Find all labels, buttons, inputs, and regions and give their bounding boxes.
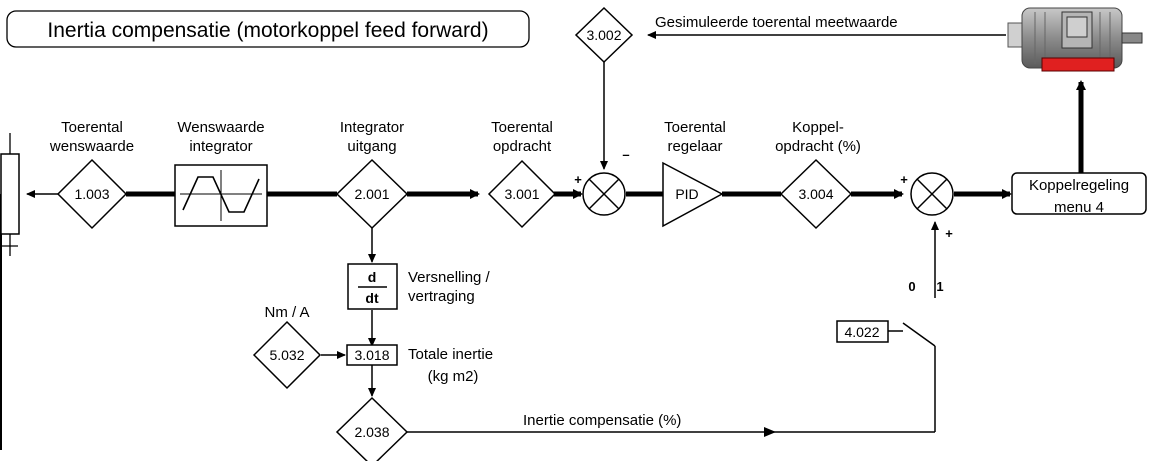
param-4022-value: 4.022 (844, 324, 879, 340)
label-nm-per-a: Nm / A (264, 304, 309, 321)
derivative-block: d dt (347, 263, 398, 310)
sum2-plus-bottom-sign: + (945, 226, 953, 241)
param-2038: 2.038 (335, 396, 409, 461)
param-3018-value: 3.018 (354, 347, 389, 363)
derivative-numerator: d (368, 269, 377, 285)
main-signal-path (0, 80, 1086, 450)
title-box: Inertia compensatie (motorkoppel feed fo… (6, 10, 530, 48)
summing-junction-1 (582, 172, 626, 216)
param-1003-value: 1.003 (74, 186, 109, 202)
summing-junction-icon (588, 178, 620, 210)
label-gesimuleerde: Gesimuleerde toerental meetwaarde (655, 14, 898, 31)
label-toerental-regelaar-1: Toerental (664, 119, 726, 136)
label-totale-inertie-2: (kg m2) (428, 368, 479, 385)
param-2001: 2.001 (335, 158, 409, 230)
labels: Toerental wenswaarde Wenswaarde integrat… (49, 14, 944, 429)
label-toerental-regelaar-2: regelaar (667, 138, 722, 155)
koppelregeling-line1: Koppelregeling (1029, 177, 1129, 194)
switch-label-1: 1 (936, 279, 943, 294)
param-2001-value: 2.001 (354, 186, 389, 202)
label-integrator-uitgang-1: Integrator (340, 119, 404, 136)
summing-junction-icon (916, 178, 948, 210)
param-3018: 3.018 (346, 344, 398, 366)
label-toerental-opdracht-2: opdracht (493, 138, 552, 155)
param-1003: 1.003 (56, 158, 128, 230)
param-3002: 3.002 (574, 6, 634, 64)
sum1-minus-sign: – (622, 147, 629, 162)
label-wenswaarde-integrator-1: Wenswaarde (177, 119, 264, 136)
koppelregeling-line2: menu 4 (1054, 199, 1104, 216)
diagram-title: Inertia compensatie (motorkoppel feed fo… (47, 19, 488, 42)
pid-label: PID (675, 186, 698, 202)
label-toerental-wenswaarde-1: Toerental (61, 119, 123, 136)
summing-signs: + – + + (574, 147, 953, 241)
feedback-path (600, 31, 1006, 170)
param-2038-value: 2.038 (354, 424, 389, 440)
label-versnelling-1: Versnelling / (408, 269, 491, 286)
pid-block: PID (662, 161, 724, 228)
derivative-denominator: dt (365, 290, 379, 306)
sum1-plus-sign: + (574, 172, 582, 187)
motor-icon (1007, 7, 1143, 72)
param-3001-value: 3.001 (504, 186, 539, 202)
label-wenswaarde-integrator-2: integrator (189, 138, 252, 155)
label-koppel-opdracht-1: Koppel- (792, 119, 844, 136)
param-3004: 3.004 (779, 158, 853, 230)
param-4022: 4.022 (836, 320, 889, 343)
param-3002-value: 3.002 (586, 27, 621, 43)
koppelregeling-block: Koppelregeling menu 4 (1011, 172, 1147, 216)
label-integrator-uitgang-2: uitgang (347, 138, 396, 155)
label-totale-inertie-1: Totale inertie (408, 346, 493, 363)
label-versnelling-2: vertraging (408, 288, 475, 305)
sum2-plus-left-sign: + (900, 172, 908, 187)
label-toerental-opdracht-1: Toerental (491, 119, 553, 136)
label-inertie-compensatie: Inertie compensatie (%) (523, 412, 681, 429)
inertia-branch (321, 221, 939, 437)
ramp-integrator-block (174, 164, 268, 227)
label-koppel-opdracht-2: opdracht (%) (775, 138, 861, 155)
param-5032-value: 5.032 (269, 347, 304, 363)
param-3004-value: 3.004 (798, 186, 833, 202)
summing-junction-2 (910, 172, 954, 216)
ramp-waveform-icon (180, 170, 262, 221)
label-toerental-wenswaarde-2: wenswaarde (49, 138, 134, 155)
param-5032: 5.032 (252, 320, 322, 390)
param-3001: 3.001 (487, 159, 557, 229)
switch-label-0: 0 (908, 279, 915, 294)
